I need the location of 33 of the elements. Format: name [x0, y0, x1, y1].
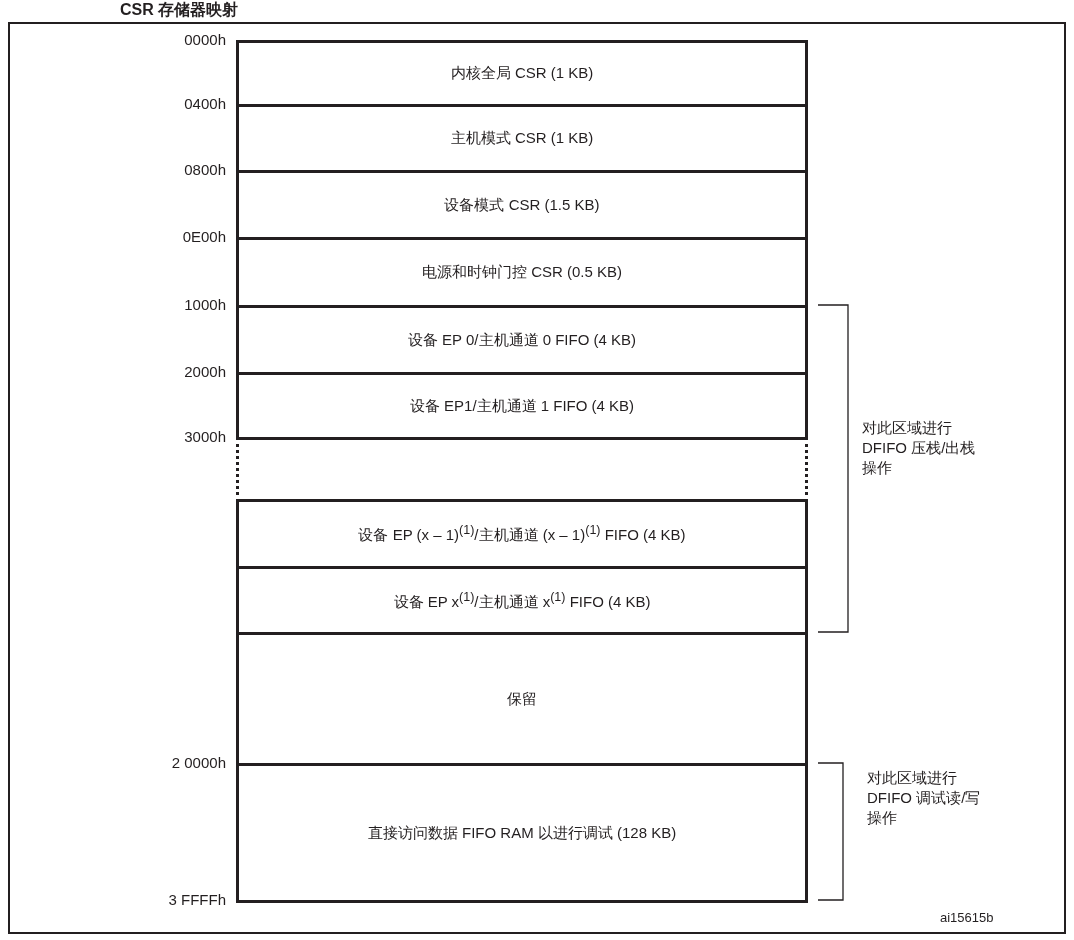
memory-region-box [236, 499, 808, 569]
memory-region-box [236, 305, 808, 375]
bracket-note: 对此区域进行DFIFO 压栈/出栈操作 [862, 418, 977, 478]
region-label: 内核全局 CSR (1 KB) [450, 64, 594, 83]
memory-region-box [236, 566, 808, 635]
address-label: 3 FFFFh [167, 890, 226, 910]
address-label: 2 0000h [170, 753, 226, 773]
address-label: 3000h [183, 427, 226, 447]
memory-region-box [236, 237, 808, 308]
address-label: 0400h [183, 94, 226, 114]
region-label: 电源和时钟门控 CSR (0.5 KB) [422, 263, 622, 282]
memory-region-box [236, 170, 808, 240]
figure-id: ai15615b [940, 909, 995, 927]
region-label: 设备模式 CSR (1.5 KB) [444, 195, 600, 215]
region-label: 保留 [507, 689, 537, 709]
region-label: 设备 EP (x – 1)$^{(1)}$/主机通道 (x – 1)$^{(1)}$ FIFO (4 KB) [358, 523, 686, 545]
memory-region-box [236, 763, 808, 903]
address-label: 0800h [183, 160, 226, 180]
address-label: 0E00h [181, 227, 226, 247]
region-label: 设备 EP x$^{(1)}$/主机通道 x$^{(1)}$ FIFO (4 KB) [393, 589, 651, 612]
region-label: 直接访问数据 FIFO RAM 以进行调试 (128 KB) [367, 823, 677, 843]
memory-region-box [236, 372, 808, 440]
address-label: 0000h [183, 30, 226, 50]
region-label: 设备 EP1/主机通道 1 FIFO (4 KB) [409, 396, 635, 416]
address-label: 1000h [183, 295, 226, 315]
address-label: 2000h [183, 362, 226, 382]
memory-region-box [236, 40, 808, 107]
memory-region-box [236, 632, 808, 766]
region-label: 主机模式 CSR (1 KB) [450, 129, 594, 148]
bracket-note: 对此区域进行DFIFO 调试读/写操作 [867, 768, 982, 828]
region-label: 设备 EP 0/主机通道 0 FIFO (4 KB) [407, 330, 637, 350]
figure-title: CSR 存储器映射 [120, 0, 239, 20]
memory-region-box [236, 104, 808, 173]
